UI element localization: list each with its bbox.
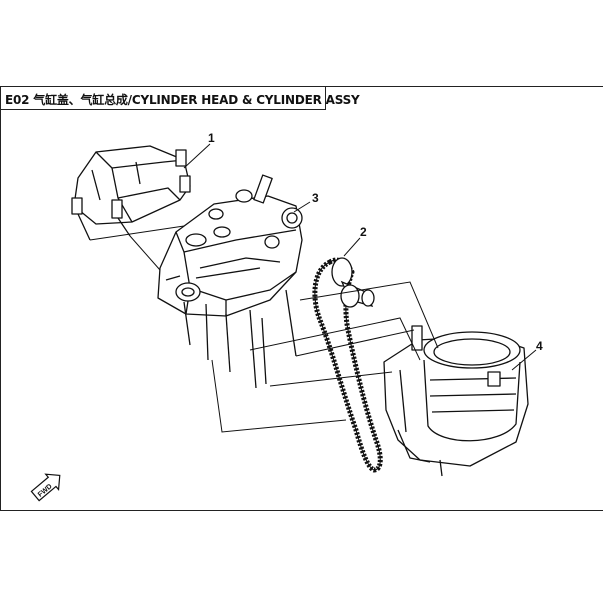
diagram-title: E02 气缸盖、气缸总成/CYLINDER HEAD & CYLINDER AS…: [5, 93, 360, 107]
cylinder: [383, 325, 529, 477]
callout-3: 3: [312, 191, 319, 205]
cylinder-head: [157, 174, 303, 389]
callout-1: 1: [208, 131, 215, 145]
callout-4: 4: [536, 339, 543, 353]
callout-2: 2: [360, 225, 367, 239]
title-box: E02 气缸盖、气缸总成/CYLINDER HEAD & CYLINDER AS…: [0, 86, 360, 110]
assembly-guide-lines: [89, 225, 439, 433]
forward-direction-arrow-icon: FWD: [30, 473, 61, 502]
cam-sprocket: [331, 257, 375, 308]
leader-lines: [183, 143, 537, 371]
cylinder-head-cover: [71, 145, 191, 241]
